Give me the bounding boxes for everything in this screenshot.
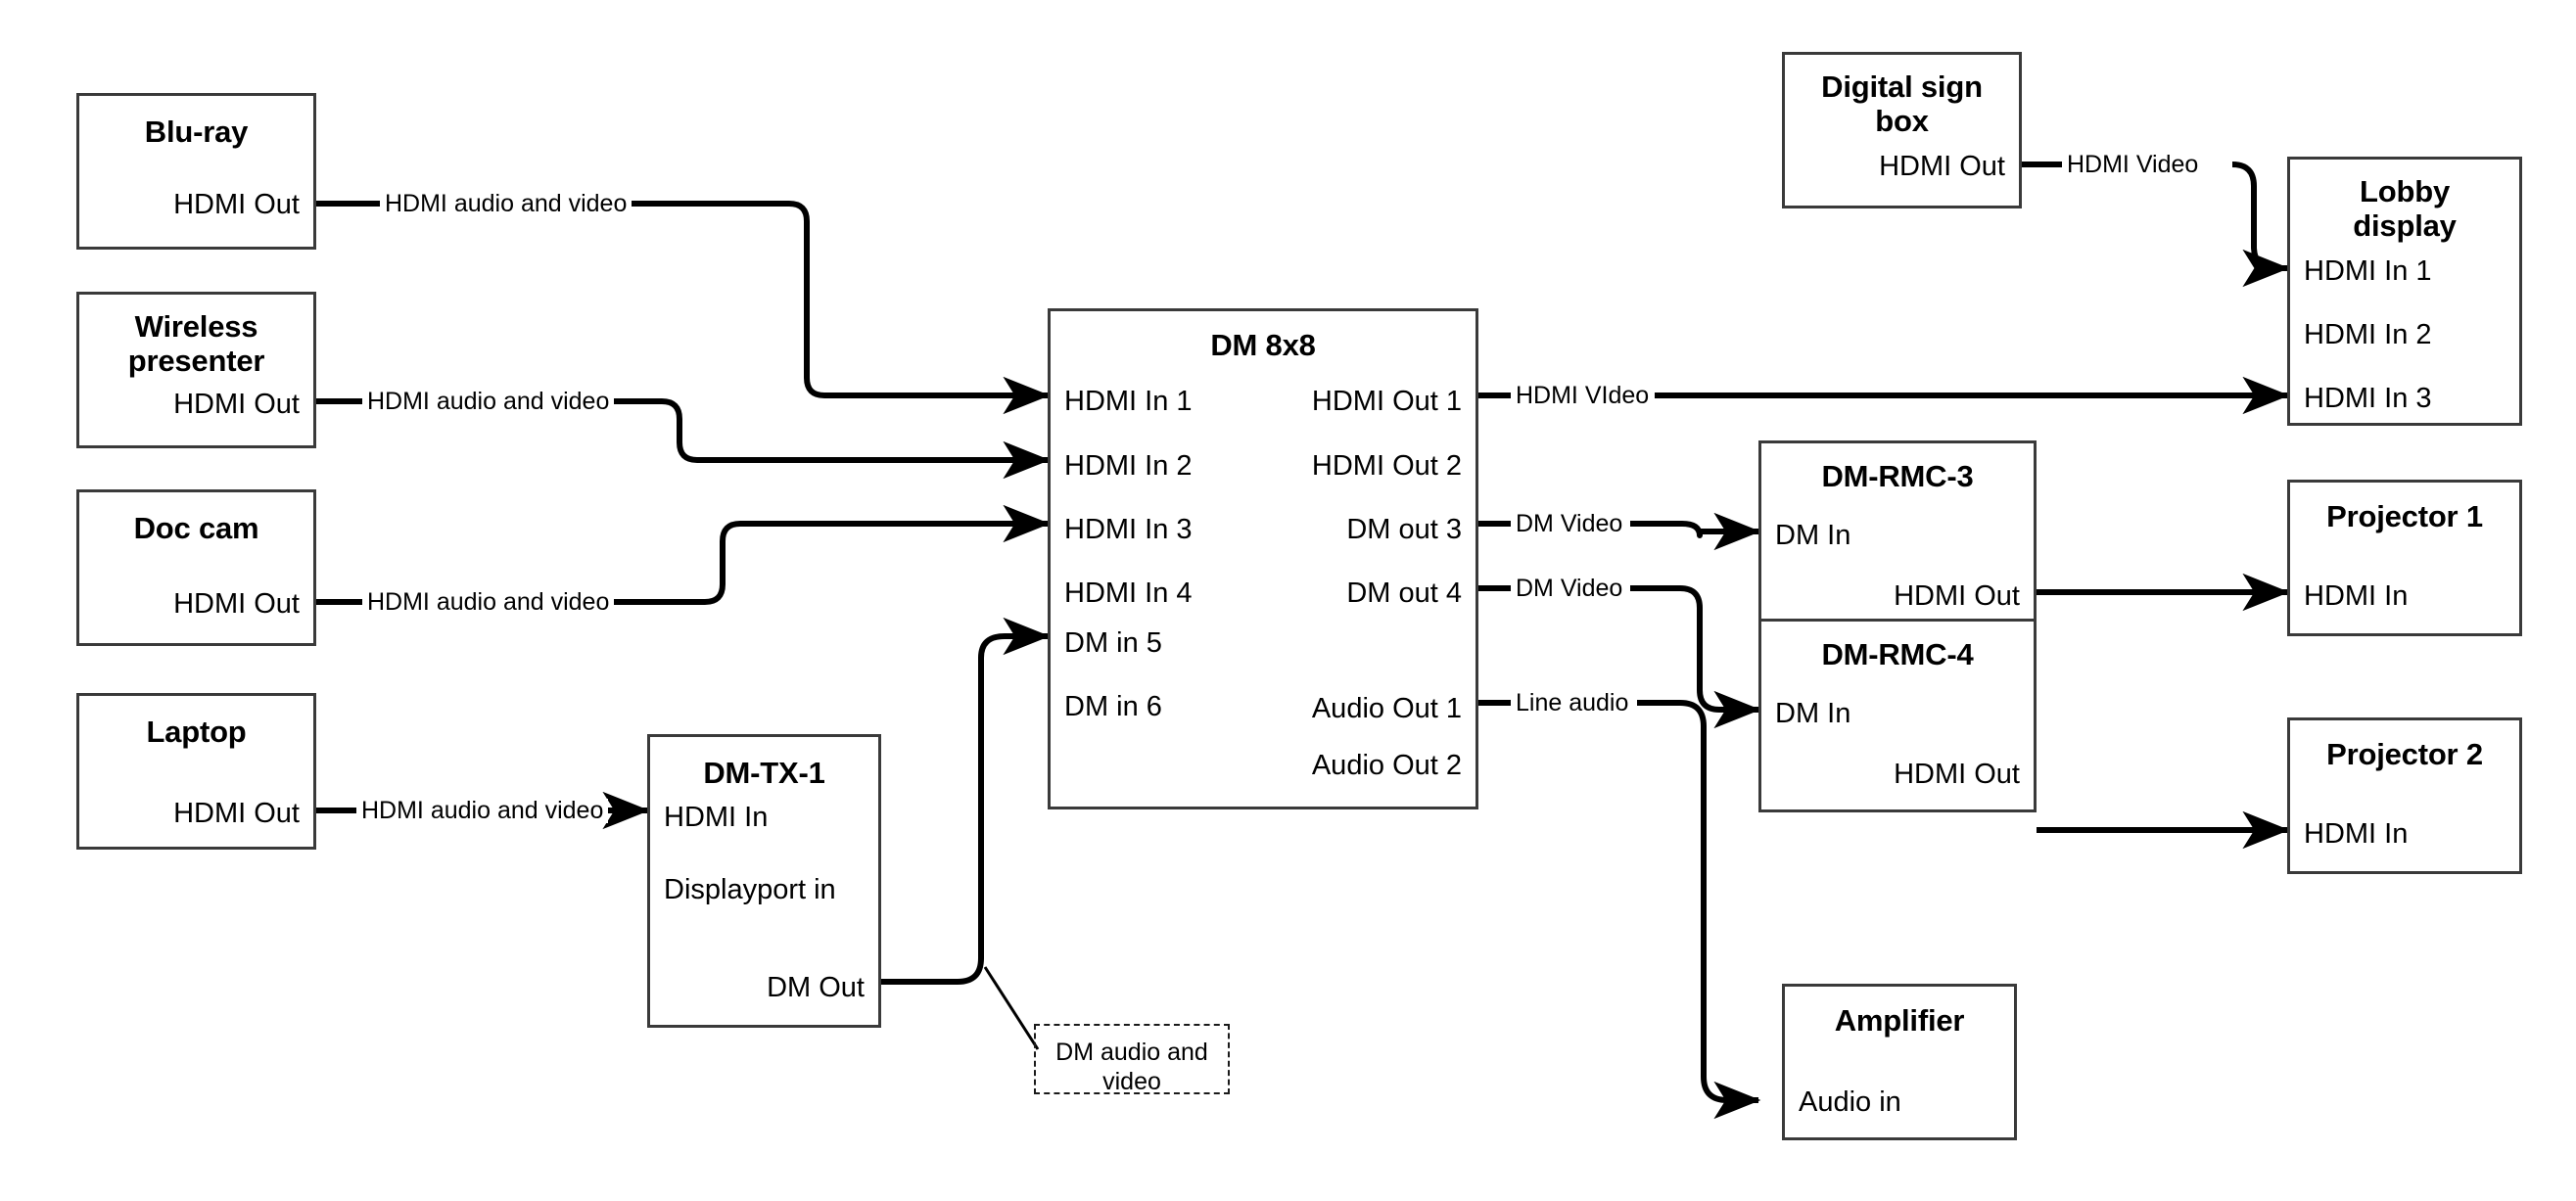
edge-dmtx1-to-dm-in-5 [881, 617, 1051, 985]
node-dm-rmc-3-title: DM-RMC-3 [1821, 459, 1974, 493]
node-projector-1-port-hdmi-in: HDMI In [2304, 580, 2409, 612]
node-dm-8x8-title: DM 8x8 [1210, 328, 1316, 362]
node-bluray-title: Blu-ray [144, 115, 249, 149]
callout-dm-audio-and-video-text: DM audio and video [1055, 1039, 1208, 1095]
node-dm-rmc-3[interactable]: DM-RMC-3 DM In HDMI Out [1758, 440, 2037, 634]
node-lobby-display-input-hdmi-in-1: HDMI In 1 [2304, 255, 2432, 287]
edge-label-hdmiout1-to-lobby: HDMI VIdeo [1511, 384, 1655, 408]
node-laptop[interactable]: Laptop HDMI Out [76, 693, 316, 850]
node-dm-8x8-input-hdmi-in-3: HDMI In 3 [1064, 514, 1193, 545]
node-amplifier-port-audio-in: Audio in [1799, 1086, 1901, 1118]
node-dm-rmc-3-port-dm-in: DM In [1775, 520, 1851, 551]
node-dm-tx-1-port-hdmi-in: HDMI In [664, 802, 769, 833]
node-projector-2-port-hdmi-in: HDMI In [2304, 818, 2409, 850]
node-lobby-display-input-hdmi-in-2: HDMI In 2 [2304, 319, 2432, 350]
edge-wireless-to-dm-hdmi-in-2-b [607, 398, 1051, 480]
node-dm-8x8[interactable]: DM 8x8 HDMI In 1 HDMI In 2 HDMI In 3 HDM… [1048, 308, 1478, 809]
node-dm-8x8-output-audio-out-2: Audio Out 2 [1311, 750, 1462, 781]
node-laptop-title: Laptop [146, 715, 247, 749]
edge-dmout3-to-rmc3-b [1630, 512, 1761, 551]
node-bluray[interactable]: Blu-ray HDMI Out [76, 93, 316, 250]
edge-bluray-to-dm-hdmi-in-1-b [627, 201, 1051, 415]
node-digital-sign-box-title: Digital sign box [1821, 69, 1983, 138]
node-wireless-presenter[interactable]: Wireless presenter HDMI Out [76, 292, 316, 448]
edge-label-bluray-to-dm: HDMI audio and video [380, 192, 632, 216]
node-dm-8x8-input-hdmi-in-4: HDMI In 4 [1064, 577, 1193, 609]
node-bluray-port-hdmi-out: HDMI Out [173, 189, 300, 220]
edge-label-audioout1-to-amp: Line audio [1511, 691, 1634, 716]
edge-label-dmout4-to-rmc4: DM Video [1511, 577, 1628, 601]
node-projector-2-title: Projector 2 [2326, 737, 2483, 771]
callout-dm-audio-and-video: DM audio and video [1034, 1024, 1230, 1095]
edge-label-wireless-to-dm: HDMI audio and video [362, 390, 615, 414]
node-dm-rmc-4-port-dm-in: DM In [1775, 698, 1851, 729]
node-lobby-display-title: Lobby display [2353, 174, 2457, 243]
node-amplifier-title: Amplifier [1834, 1003, 1965, 1038]
node-lobby-display[interactable]: Lobby display HDMI In 1 HDMI In 2 HDMI I… [2287, 157, 2522, 426]
node-wireless-presenter-port-hdmi-out: HDMI Out [173, 389, 300, 420]
node-dm-rmc-4-port-hdmi-out: HDMI Out [1894, 759, 2020, 790]
node-dm-rmc-4-title: DM-RMC-4 [1821, 637, 1974, 671]
node-dm-8x8-output-hdmi-out-1: HDMI Out 1 [1311, 386, 1462, 417]
edge-label-sign-to-lobby: HDMI Video [2062, 153, 2204, 177]
node-dm-8x8-output-dm-out-4: DM out 4 [1346, 577, 1462, 609]
node-doc-cam[interactable]: Doc cam HDMI Out [76, 489, 316, 646]
node-projector-2[interactable]: Projector 2 HDMI In [2287, 717, 2522, 874]
node-digital-sign-box-port-hdmi-out: HDMI Out [1879, 151, 2005, 182]
node-projector-1[interactable]: Projector 1 HDMI In [2287, 480, 2522, 636]
edge-label-doccam-to-dm: HDMI audio and video [362, 590, 615, 615]
edge-audioout1-to-amp-b [1637, 700, 1761, 1120]
node-laptop-port-hdmi-out: HDMI Out [173, 798, 300, 829]
node-dm-tx-1[interactable]: DM-TX-1 HDMI In Displayport in DM Out [647, 734, 881, 1028]
node-dm-rmc-4[interactable]: DM-RMC-4 DM In HDMI Out [1758, 619, 2037, 812]
node-dm-8x8-output-hdmi-out-2: HDMI Out 2 [1311, 450, 1462, 482]
node-dm-8x8-input-hdmi-in-2: HDMI In 2 [1064, 450, 1193, 482]
node-dm-tx-1-title: DM-TX-1 [703, 756, 825, 790]
node-dm-8x8-input-dm-in-6: DM in 6 [1064, 691, 1162, 722]
node-doc-cam-port-hdmi-out: HDMI Out [173, 588, 300, 620]
edge-sign-to-lobby-b [2231, 162, 2290, 288]
node-dm-rmc-3-port-hdmi-out: HDMI Out [1894, 580, 2020, 612]
node-dm-8x8-output-dm-out-3: DM out 3 [1346, 514, 1462, 545]
node-dm-8x8-input-hdmi-in-1: HDMI In 1 [1064, 386, 1193, 417]
callout-leader-dm-audio-video [983, 966, 1040, 1050]
node-dm-8x8-input-dm-in-5: DM in 5 [1064, 627, 1162, 659]
node-doc-cam-title: Doc cam [133, 511, 259, 545]
node-digital-sign-box[interactable]: Digital sign box HDMI Out [1782, 52, 2022, 208]
node-dm-tx-1-port-displayport-in: Displayport in [664, 874, 836, 905]
edge-dmout4-to-rmc4-b [1630, 585, 1761, 729]
node-amplifier[interactable]: Amplifier Audio in [1782, 984, 2017, 1140]
edge-doccam-to-dm-hdmi-in-3-b [607, 504, 1051, 605]
node-projector-1-title: Projector 1 [2326, 499, 2483, 533]
node-wireless-presenter-title: Wireless presenter [127, 309, 265, 378]
node-dm-8x8-output-audio-out-1: Audio Out 1 [1311, 693, 1462, 724]
node-lobby-display-input-hdmi-in-3: HDMI In 3 [2304, 383, 2432, 414]
edge-label-laptop-to-tx: HDMI audio and video [356, 799, 609, 823]
node-dm-tx-1-port-dm-out: DM Out [767, 972, 865, 1003]
edge-label-dmout3-to-rmc3: DM Video [1511, 512, 1628, 536]
